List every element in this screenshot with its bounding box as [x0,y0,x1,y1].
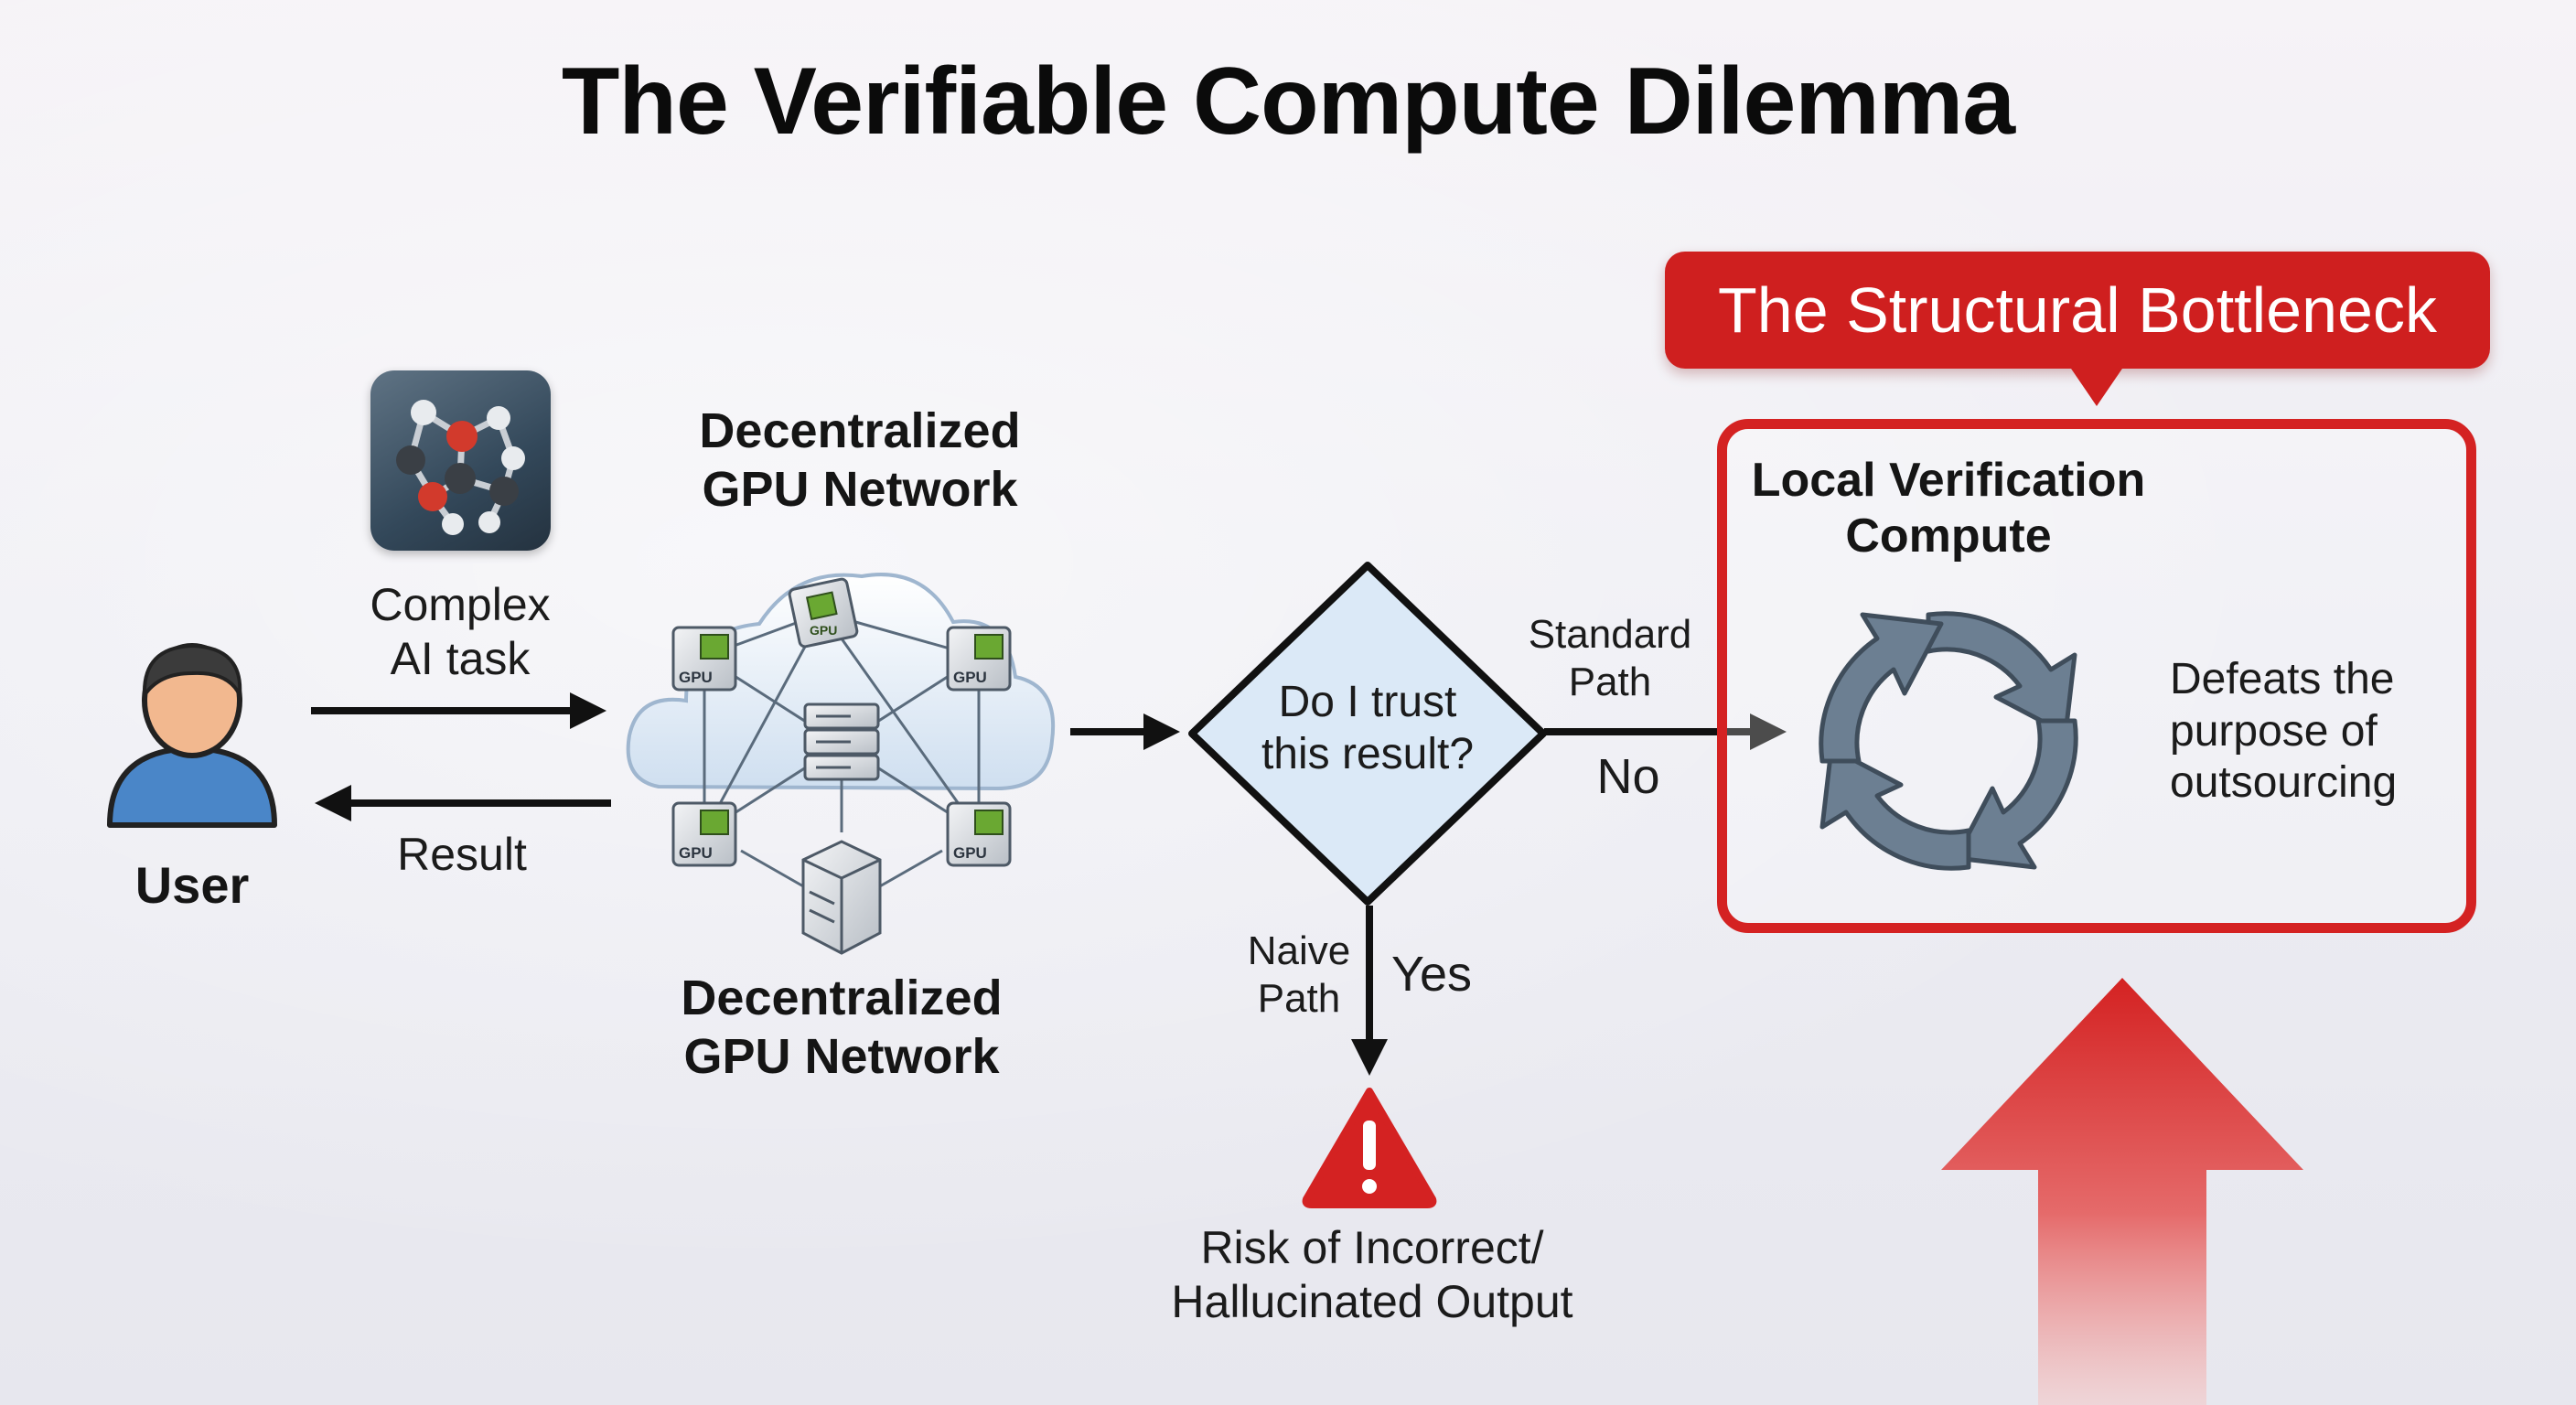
standard-path-label-line-1: Standard [1528,612,1692,657]
gpu-chip-label-5: GPU [810,623,837,638]
network-label-bottom-line-2: GPU Network [683,1028,1000,1084]
server-tower-icon [801,840,882,955]
defeats-label-line-1: Defeats the [2170,655,2395,703]
defeats-label-line-3: outsourcing [2170,758,2398,808]
user-label: User [134,856,250,914]
gpu-chip-label-2: GPU [953,669,987,686]
task-label-line-2: AI task [390,633,531,684]
gpu-chip-right-bottom [946,801,1012,867]
gpu-chip-right-top [946,626,1012,692]
verification-label-line-1: Local Verification [1751,454,2146,507]
network-label-top-line-2: GPU Network [702,461,1018,517]
gpu-chip-label-3: GPU [679,844,713,862]
gpu-chip-label-4: GPU [953,844,987,862]
verification-label-line-2: Compute [1845,509,2052,563]
warning-icon [1302,1088,1437,1208]
decision-text-line-1: Do I trust [1278,678,1457,726]
standard-path-label: Standard Path [1500,611,1720,706]
cloud-shape [626,573,1056,791]
defeats-label-line-2: purpose of [2170,706,2377,756]
decision-text: Do I trust this result? [1217,677,1519,780]
naive-path-label-line-2: Path [1257,975,1341,1021]
network-label-bottom: Decentralized GPU Network [631,970,1052,1086]
structural-bottleneck-callout: The Structural Bottleneck [1665,252,2490,369]
no-label: No [1596,749,1660,804]
standard-path-label-line-2: Path [1568,659,1652,704]
naive-path-label-line-1: Naive [1247,928,1351,973]
network-label-top: Decentralized GPU Network [649,402,1070,519]
central-server-icon [803,702,880,781]
risk-label-line-1: Risk of Incorrect/ [1200,1222,1544,1273]
task-label: Complex AI task [302,578,618,686]
gpu-chip-label-1: GPU [679,669,713,686]
verification-label: Local Verification Compute [1720,453,2177,565]
gpu-chip-left-top [671,626,737,692]
decision-text-line-2: this result? [1261,729,1475,778]
decision-diamond [1188,562,1547,906]
cycle-arrows-icon [1819,611,2078,871]
callout-pointer [2069,366,2124,406]
gpu-network-diagram: GPU GPU GPU GPU GPU [626,573,1056,955]
task-label-line-1: Complex [370,579,551,630]
naive-path-label: Naive Path [1226,928,1372,1023]
big-up-arrow-icon [1941,978,2303,1405]
network-label-top-line-1: Decentralized [699,403,1021,458]
yes-label: Yes [1390,947,1473,1002]
gpu-chip-top [788,577,859,649]
risk-label: Risk of Incorrect/ Hallucinated Output [1089,1221,1656,1329]
result-label: Result [397,829,527,880]
network-label-bottom-line-1: Decentralized [681,971,1003,1025]
risk-label-line-2: Hallucinated Output [1171,1276,1573,1327]
gpu-chip-left-bottom [671,801,737,867]
molecule-icon [370,370,551,551]
user-icon [107,643,277,828]
page-title: The Verifiable Compute Dilemma [561,48,2015,155]
defeats-label: Defeats the purpose of outsourcing [2170,654,2444,810]
